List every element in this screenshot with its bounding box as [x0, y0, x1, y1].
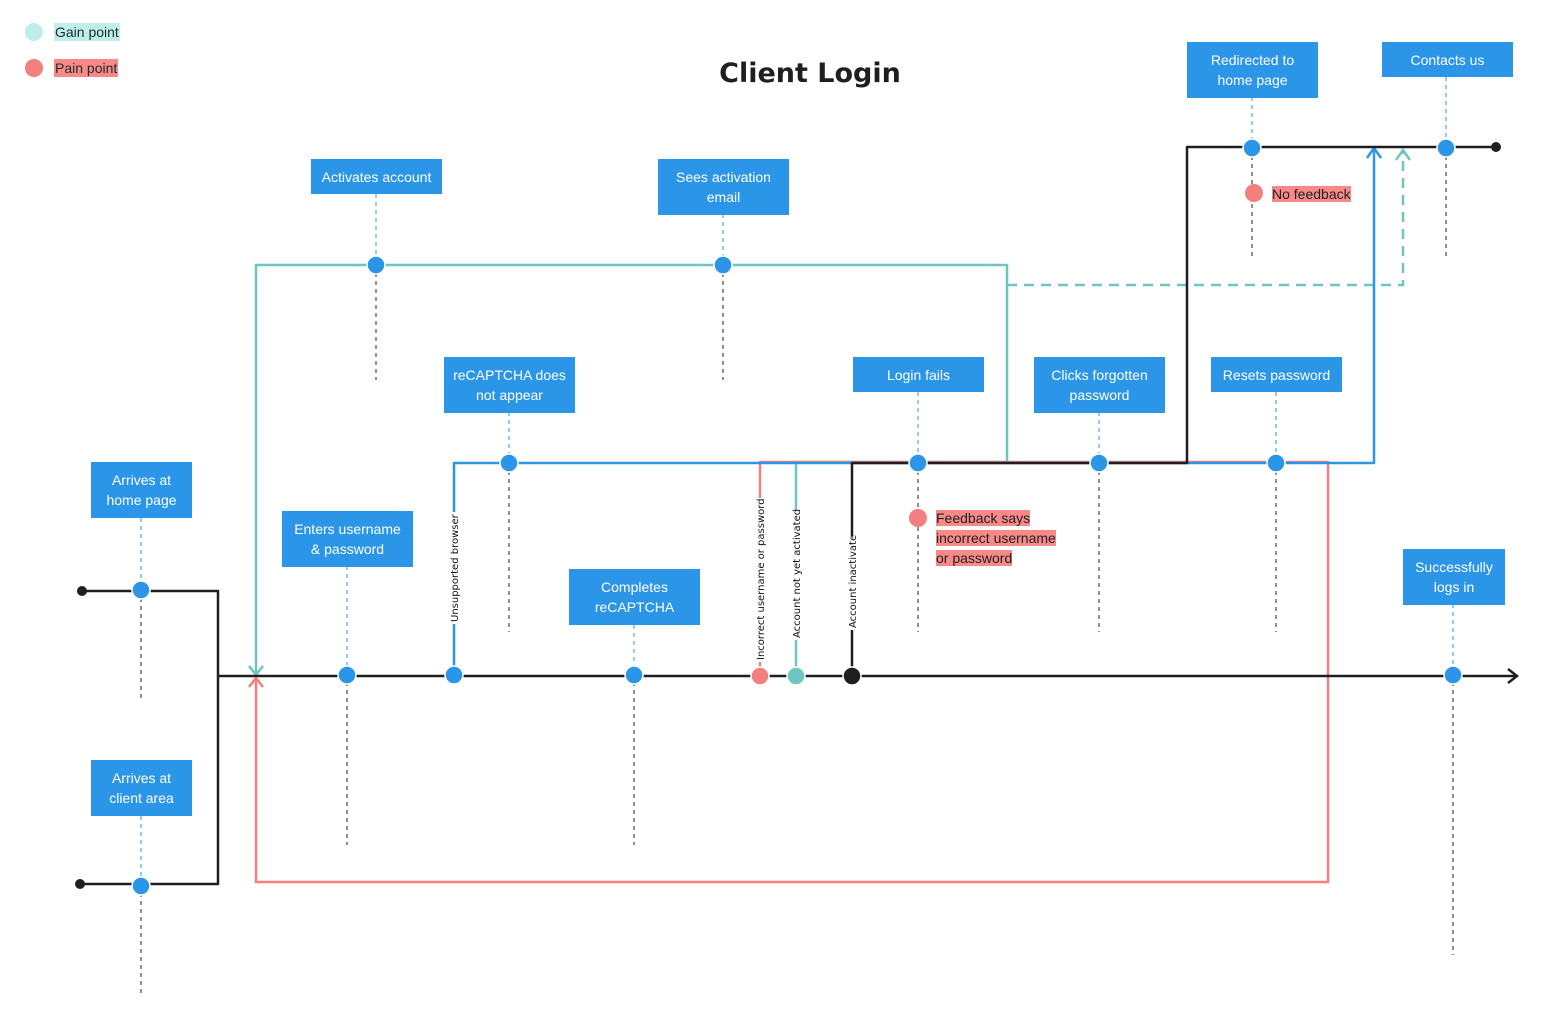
- node-not-activated: [786, 666, 806, 686]
- endpoints: [75, 142, 1501, 889]
- step-sees-activation-email: Sees activation email: [658, 159, 789, 215]
- branch-labels: Unsupported browser Incorrect username o…: [448, 498, 859, 662]
- node-arrives-home: [131, 580, 151, 600]
- note-feedback-line-3: or password: [936, 550, 1013, 566]
- node-redirected-home: [1242, 138, 1262, 158]
- step-recaptcha-missing: reCAPTCHA does not appear: [444, 357, 575, 413]
- step-activates-account: Activates account: [311, 159, 442, 194]
- branch-nodes: [750, 666, 862, 686]
- guide-lines: [140, 77, 1454, 995]
- step-redirected-home: Redirected to home page: [1187, 42, 1318, 98]
- step-clicks-forgotten: Clicks forgotten password: [1034, 357, 1165, 413]
- step-arrives-client: Arrives at client area: [91, 760, 192, 816]
- step-nodes: [131, 138, 1463, 896]
- diagram-title: Client Login: [719, 58, 901, 89]
- step-contacts-us: Contacts us: [1382, 42, 1513, 77]
- label-incorrect-credentials: Incorrect username or password: [756, 498, 767, 660]
- node-inactivate: [842, 666, 862, 686]
- label-inactivate: Account inactivate: [848, 535, 859, 628]
- node-unsupported-browser: [444, 665, 464, 685]
- node-completes-recaptcha: [624, 665, 644, 685]
- gain-point-icon: [25, 23, 43, 41]
- pain-point-icon: [25, 59, 43, 77]
- legend-pain-label: Pain point: [54, 59, 119, 77]
- note-no-feedback: No feedback: [1272, 184, 1351, 204]
- note-feedback-incorrect: Feedback says incorrect username or pass…: [936, 508, 1056, 568]
- node-contacts-us: [1436, 138, 1456, 158]
- pain-point-icon: [909, 509, 927, 527]
- node-activates-account: [366, 255, 386, 275]
- step-logs-in: Successfully logs in: [1403, 549, 1505, 605]
- step-resets-password: Resets password: [1211, 357, 1342, 392]
- label-unsupported-browser: Unsupported browser: [450, 513, 461, 622]
- node-resets-password: [1266, 453, 1286, 473]
- node-logs-in: [1443, 665, 1463, 685]
- step-enters-credentials: Enters username & password: [282, 511, 413, 567]
- legend-gain-label: Gain point: [54, 23, 120, 41]
- step-completes-recaptcha: Completes reCAPTCHA: [569, 569, 700, 625]
- node-enters-credentials: [337, 665, 357, 685]
- node-sees-email: [713, 255, 733, 275]
- node-recaptcha-missing: [499, 453, 519, 473]
- note-feedback-line-2: incorrect username: [936, 530, 1056, 546]
- pain-point-icon: [1245, 184, 1263, 202]
- node-clicks-forgotten: [1089, 453, 1109, 473]
- note-feedback-line-1: Feedback says: [936, 510, 1031, 526]
- node-login-fails: [908, 453, 928, 473]
- step-login-fails: Login fails: [853, 357, 984, 392]
- note-no-feedback-text: No feedback: [1272, 186, 1351, 202]
- incorrect-loop: [248, 460, 1330, 884]
- node-incorrect: [750, 666, 770, 686]
- activation-loop: [248, 147, 1412, 678]
- step-arrives-home: Arrives at home page: [91, 462, 192, 518]
- node-arrives-client: [131, 876, 151, 896]
- label-not-activated: Account not yet activated: [792, 509, 803, 638]
